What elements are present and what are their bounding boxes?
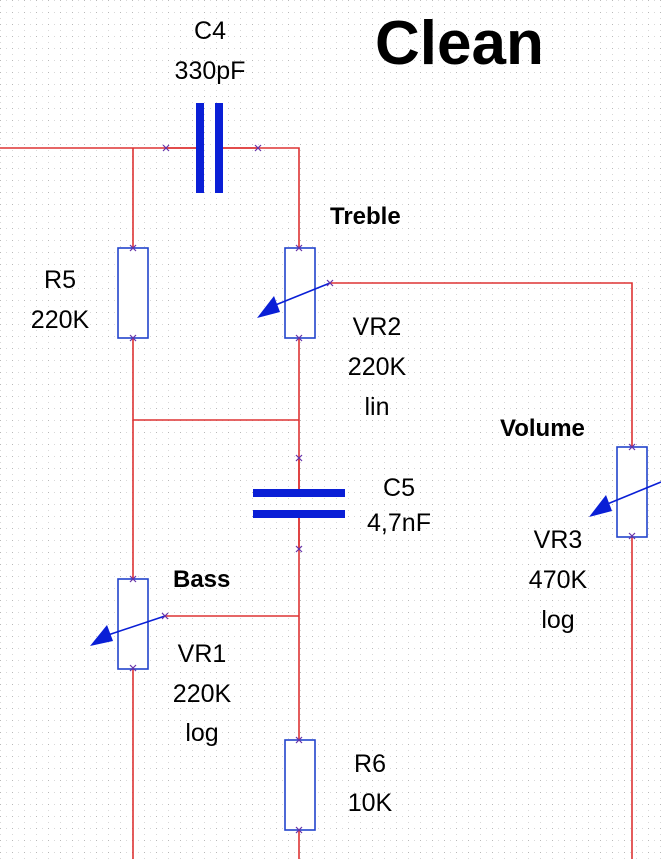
bass-label: Bass (173, 566, 230, 593)
r5-ref-label: R5 (44, 266, 76, 294)
treble-wiper-wire (330, 282, 633, 448)
r5-resistor (117, 244, 149, 342)
vr1-value-label: 220K (173, 680, 232, 708)
vr2-body (284, 247, 316, 339)
vr1-taper-label: log (185, 719, 218, 747)
c4-ref-label: C4 (194, 17, 226, 45)
vr3-wiper-arrow (599, 481, 661, 508)
vr2-taper-label: lin (364, 393, 389, 421)
c4-capacitor (162, 103, 262, 193)
arrow-head-icon (589, 495, 612, 517)
c5-value-label: 4,7nF (367, 509, 431, 537)
arrow-head-icon (90, 625, 113, 646)
vr2-ref-label: VR2 (353, 313, 402, 341)
r6-value-label: 10K (348, 789, 393, 817)
vr2-wiper-arrow (267, 282, 331, 309)
schematic-title: Clean (375, 9, 544, 78)
vr3-potentiometer (589, 443, 661, 540)
r5-value-label: 220K (31, 306, 90, 334)
r6-body (284, 739, 316, 831)
volume-label: Volume (500, 415, 585, 442)
r6-resistor (284, 736, 316, 834)
vr2-potentiometer (257, 244, 334, 342)
vr3-taper-label: log (541, 606, 574, 634)
c5-capacitor (253, 454, 345, 553)
treble-label: Treble (330, 203, 401, 230)
c4-value-label: 330pF (175, 57, 246, 85)
r5-body (117, 247, 149, 339)
vr1-potentiometer (90, 575, 169, 672)
vr3-ref-label: VR3 (534, 526, 583, 554)
wires (0, 147, 633, 859)
vr3-value-label: 470K (529, 566, 588, 594)
vr1-ref-label: VR1 (178, 640, 227, 668)
c5-ref-label: C5 (383, 474, 415, 502)
vr3-body (616, 446, 648, 538)
vr2-value-label: 220K (348, 353, 407, 381)
arrow-head-icon (257, 296, 280, 318)
r6-ref-label: R6 (354, 750, 386, 778)
vr1-wiper-arrow (101, 615, 166, 638)
